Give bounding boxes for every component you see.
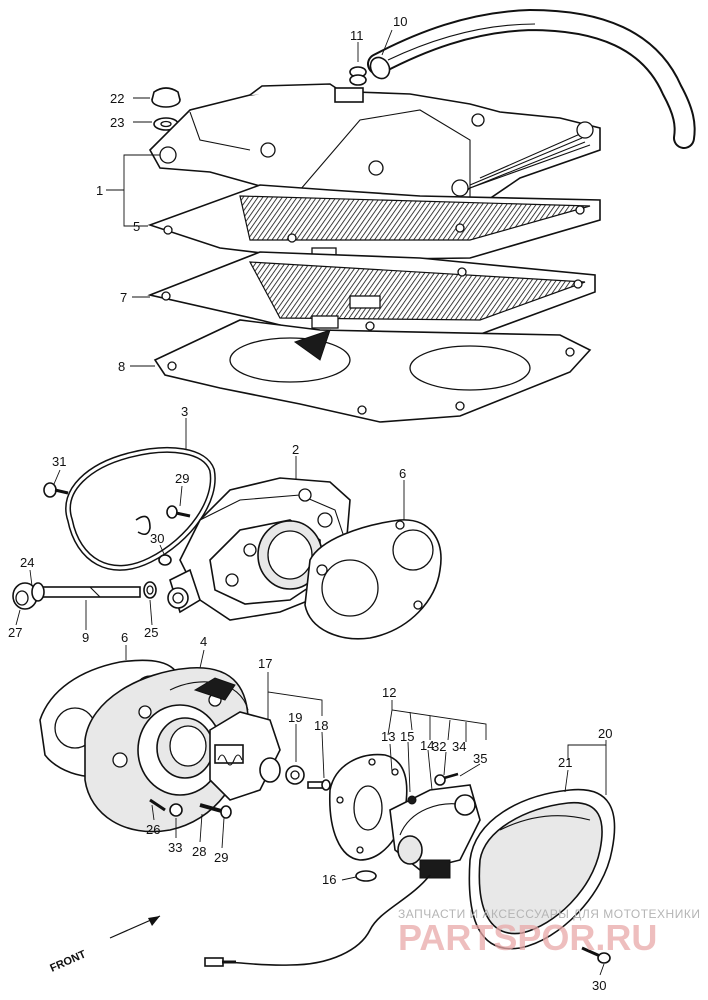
gasket-6-upper [304,519,442,640]
label-6-upper: 6 [399,466,406,481]
label-25: 25 [144,625,158,640]
gasket-7 [147,251,596,341]
label-33: 33 [168,840,182,855]
label-7: 7 [120,290,127,305]
label-23: 23 [110,115,124,130]
bolt-29-upper [166,505,191,519]
label-18: 18 [314,718,328,733]
label-5: 5 [133,219,140,234]
label-17: 17 [258,656,272,671]
label-9: 9 [82,630,89,645]
label-20: 20 [598,726,612,741]
grommet-16 [355,870,377,882]
gasket-8 [153,319,592,423]
label-15: 15 [400,729,414,744]
label-13: 13 [381,729,395,744]
arrow-head-icon [148,916,160,926]
breather-hose [367,8,696,149]
cap-nut [151,87,181,131]
label-24: 24 [20,555,34,570]
label-35: 35 [473,751,487,766]
label-31: 31 [52,454,66,469]
breaker-plate [329,753,408,861]
front-label: FRONT [48,948,88,974]
label-28: 28 [192,844,206,859]
label-3: 3 [181,404,188,419]
label-22: 22 [110,91,124,106]
label-34: 34 [452,739,466,754]
watermark: ЗАПЧАСТИ И АКСЕССУАРЫ ДЛЯ МОТОТЕХНИКИ PA… [398,907,700,958]
gasket-5 [147,184,601,261]
label-2: 2 [292,442,299,457]
points-assembly [389,772,481,879]
gasket-ring-3 [65,447,216,571]
dowel-30-upper [158,554,172,566]
leader-lines [15,29,607,976]
label-29-upper: 29 [175,471,189,486]
lower-bolts [149,798,232,819]
label-12: 12 [382,685,396,700]
watermark-logo: PARTSPOR.RU [398,917,657,958]
retaining-clip [135,515,151,536]
label-14: 14 [420,738,434,753]
adjuster-assembly [209,711,331,801]
label-26: 26 [146,822,160,837]
label-29-lower: 29 [214,850,228,865]
label-8: 8 [118,359,125,374]
watermark-tagline: ЗАПЧАСТИ И АКСЕССУАРЫ ДЛЯ МОТОТЕХНИКИ [398,907,700,921]
label-21: 21 [558,755,572,770]
label-32: 32 [432,739,446,754]
label-30-lower: 30 [592,978,606,993]
front-direction-indicator: FRONT [48,915,161,975]
hose-clip [349,66,367,86]
label-11: 11 [350,28,364,43]
part-number-labels: 10 11 22 23 1 5 7 8 3 2 31 29 6 30 24 27… [8,14,612,993]
shaft-assembly [12,581,157,610]
wire-lead [204,874,431,967]
label-10: 10 [393,14,407,29]
label-30-upper: 30 [150,531,164,546]
screw-30-lower [581,946,611,964]
label-27: 27 [8,625,22,640]
screw-31 [43,482,69,498]
label-1: 1 [96,183,103,198]
body-4 [84,667,249,833]
point-cover [468,788,616,950]
label-19: 19 [288,710,302,725]
label-6-lower: 6 [121,630,128,645]
label-16: 16 [322,872,336,887]
label-4: 4 [200,634,207,649]
